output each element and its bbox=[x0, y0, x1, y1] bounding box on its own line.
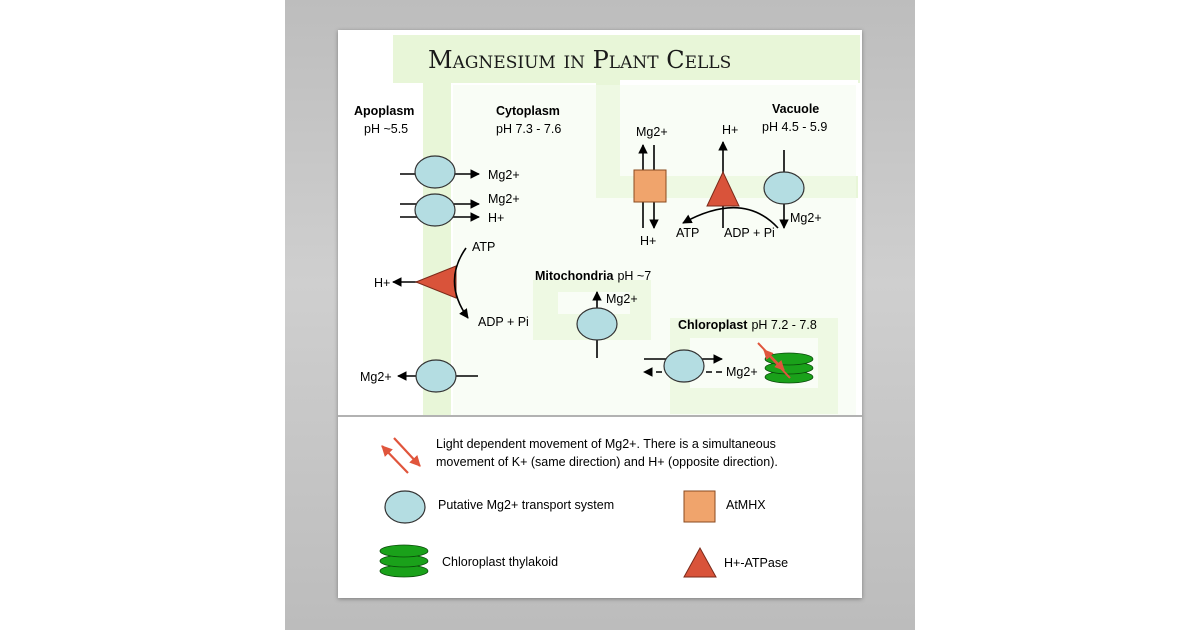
atpase-icon bbox=[414, 265, 457, 299]
mg2-label: Mg2+ bbox=[636, 125, 668, 139]
legend-thylakoid-icon bbox=[379, 544, 429, 578]
diagram-svg: Magnesium in Plant Cells Apoplasm pH ~5.… bbox=[338, 35, 862, 578]
poster: Magnesium in Plant Cells Apoplasm pH ~5.… bbox=[338, 30, 862, 598]
apoplasm-label: Apoplasm bbox=[354, 104, 414, 118]
legend-transporter-icon bbox=[384, 490, 426, 524]
vacuole-label: Vacuole bbox=[772, 102, 819, 116]
apoplasm-transporter-1: Mg2+ bbox=[400, 155, 520, 189]
legend-light-line2: movement of K+ (same direction) and H+ (… bbox=[436, 455, 778, 469]
chloroplast-transporter: Mg2+ bbox=[643, 349, 758, 383]
legend-light-arrow-icon bbox=[381, 437, 421, 474]
h-label: H+ bbox=[374, 276, 390, 290]
apoplasm-band bbox=[423, 75, 451, 415]
mitochondria-transporter: Mg2+ bbox=[576, 291, 638, 358]
mg2-label: Mg2+ bbox=[488, 168, 520, 182]
adp-label: ADP + Pi bbox=[724, 226, 775, 240]
mg2-label: Mg2+ bbox=[606, 292, 638, 306]
atp-label: ATP bbox=[472, 240, 495, 254]
atp-label: ATP bbox=[676, 226, 699, 240]
transporter-icon bbox=[414, 155, 456, 189]
atpase-icon bbox=[706, 170, 740, 207]
adp-label: ADP + Pi bbox=[478, 315, 529, 329]
mg2-label: Mg2+ bbox=[360, 370, 392, 384]
light-arrow-icon bbox=[763, 349, 791, 379]
mg2-label: Mg2+ bbox=[790, 211, 822, 225]
legend-atmhx-label: AtMHX bbox=[726, 498, 766, 512]
transporter-icon bbox=[415, 359, 457, 393]
atmhx-icon bbox=[633, 169, 667, 203]
vacuole-atpase: H+ ATP ADP + Pi bbox=[676, 123, 779, 240]
legend: Light dependent movement of Mg2+. There … bbox=[379, 437, 788, 578]
legend-light-line1: Light dependent movement of Mg2+. There … bbox=[436, 437, 776, 451]
transporter-icon bbox=[576, 307, 618, 341]
h-label: H+ bbox=[640, 234, 656, 248]
transporter-icon bbox=[763, 171, 805, 205]
transporter-icon bbox=[663, 349, 705, 383]
h-label: H+ bbox=[488, 211, 504, 225]
legend-atmhx-icon bbox=[683, 490, 716, 523]
cytoplasm-ph: pH 7.3 - 7.6 bbox=[496, 122, 561, 136]
apoplasm-ph: pH ~5.5 bbox=[364, 122, 408, 136]
mg2-label: Mg2+ bbox=[726, 365, 758, 379]
apoplasm-transporter-2: Mg2+ H+ bbox=[400, 192, 520, 227]
apoplasm-transporter-3: Mg2+ bbox=[360, 359, 478, 393]
legend-thylakoid-label: Chloroplast thylakoid bbox=[442, 555, 558, 569]
mg2-label: Mg2+ bbox=[488, 192, 520, 206]
h-label: H+ bbox=[722, 123, 738, 137]
apoplasm-atpase: ATP H+ ADP + Pi bbox=[374, 240, 529, 329]
vacuole-atmhx: Mg2+ H+ bbox=[633, 125, 668, 248]
poster-title: Magnesium in Plant Cells bbox=[428, 46, 731, 74]
transporter-icon bbox=[414, 193, 456, 227]
chloroplast-thylakoid bbox=[757, 342, 814, 384]
legend-atpase-label: H+-ATPase bbox=[724, 556, 788, 570]
vacuole-transporter: Mg2+ bbox=[763, 150, 822, 229]
legend-atpase-icon bbox=[683, 546, 717, 578]
vacuole-ph: pH 4.5 - 5.9 bbox=[762, 120, 827, 134]
legend-transport-label: Putative Mg2+ transport system bbox=[438, 498, 614, 512]
top-band bbox=[393, 35, 860, 83]
cytoplasm-label: Cytoplasm bbox=[496, 104, 560, 118]
